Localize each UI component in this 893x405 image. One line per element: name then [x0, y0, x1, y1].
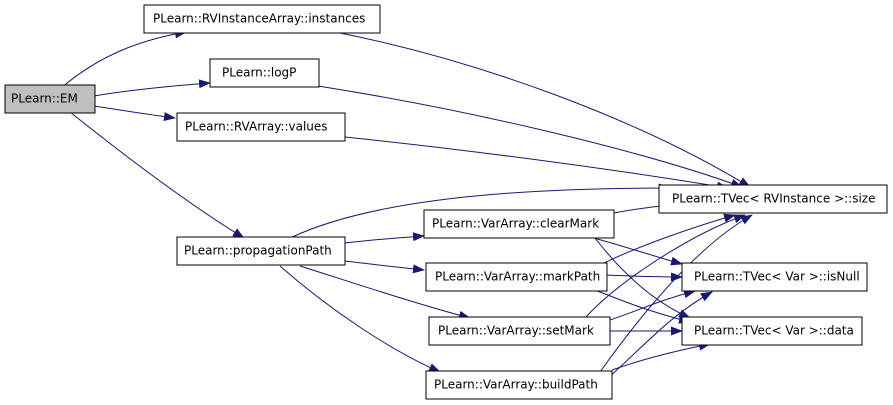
node-instances[interactable]: PLearn::RVInstanceArray::instances [143, 4, 381, 34]
edge-propagation-path-to-mark-path [344, 260, 425, 274]
edge-mark-path-to-data [589, 287, 691, 324]
node-set-mark-label: PLearn::VarArray::setMark [438, 324, 594, 338]
edge-clear-mark-to-is-null [589, 236, 683, 266]
node-values[interactable]: PLearn::RVArray::values [176, 112, 346, 142]
edge-propagation-path-to-clear-mark [344, 232, 425, 244]
edge-em-to-values [93, 105, 176, 122]
node-clear-mark[interactable]: PLearn::VarArray::clearMark [423, 209, 615, 239]
node-propagation-path[interactable]: PLearn::propagationPath [176, 236, 346, 266]
node-propagation-path-label: PLearn::propagationPath [184, 244, 332, 258]
edge-clear-mark-to-data [594, 237, 691, 319]
edge-propagation-path-to-set-mark [299, 265, 471, 320]
node-set-mark[interactable]: PLearn::VarArray::setMark [428, 316, 611, 346]
edge-build-path-to-data [611, 341, 711, 371]
edge-em-to-logp [93, 79, 211, 97]
edge-em-to-propagation-path [69, 111, 245, 239]
node-build-path[interactable]: PLearn::VarArray::buildPath [425, 370, 613, 400]
node-logp-label: PLearn::logP [222, 66, 296, 80]
node-data[interactable]: PLearn::TVec< Var >::data [681, 316, 863, 346]
edge-propagation-path-to-build-path [279, 265, 441, 373]
edge-mark-path-to-size [599, 213, 736, 266]
node-data-label: PLearn::TVec< Var >::data [694, 324, 854, 338]
node-is-null-label: PLearn::TVec< Var >::isNull [694, 270, 860, 284]
node-size-label: PLearn::TVec< RVInstance >::size [672, 192, 875, 206]
edge-set-mark-to-is-null [609, 289, 696, 321]
edge-set-mark-to-size [584, 214, 746, 319]
node-mark-path[interactable]: PLearn::VarArray::markPath [425, 262, 608, 292]
edge-propagation-path-to-size [289, 183, 671, 239]
node-em-label: PLearn::EM [11, 92, 78, 106]
edge-mark-path-to-is-null [605, 272, 683, 282]
edge-logp-to-size [317, 85, 743, 188]
node-size[interactable]: PLearn::TVec< RVInstance >::size [658, 184, 888, 214]
node-em[interactable]: PLearn::EM [4, 84, 96, 114]
edges [60, 29, 753, 379]
node-mark-path-label: PLearn::VarArray::markPath [435, 270, 600, 284]
node-build-path-label: PLearn::VarArray::buildPath [434, 378, 598, 392]
node-is-null[interactable]: PLearn::TVec< Var >::isNull [681, 262, 868, 292]
edge-instances-to-size [329, 30, 751, 188]
node-logp[interactable]: PLearn::logP [209, 58, 320, 88]
edge-values-to-size [344, 136, 729, 191]
edge-build-path-to-is-null [607, 291, 713, 379]
edge-em-to-instances [60, 29, 187, 89]
node-clear-mark-label: PLearn::VarArray::clearMark [432, 217, 599, 231]
node-values-label: PLearn::RVArray::values [185, 120, 328, 134]
node-instances-label: PLearn::RVInstanceArray::instances [153, 12, 365, 26]
edge-build-path-to-size [599, 214, 753, 373]
